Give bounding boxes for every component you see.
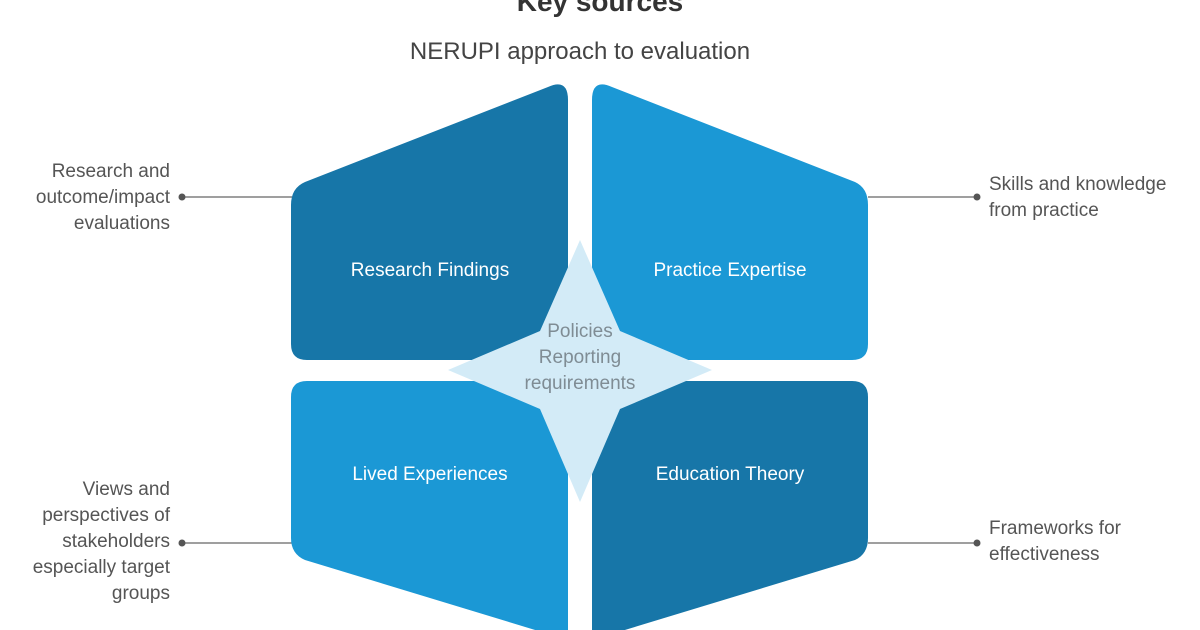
- connector-dot: [973, 539, 981, 547]
- note-line: evaluations: [73, 213, 170, 234]
- quadrant-label: Education Theory: [655, 464, 805, 485]
- note-line: Research and: [51, 161, 170, 182]
- connector-dot: [178, 193, 186, 201]
- note-line: especially target: [32, 557, 170, 578]
- note-bottom-left: Views and perspectives of stakeholders e…: [33, 477, 170, 607]
- note-line: Skills and knowledge: [989, 174, 1167, 195]
- quadrant-education-theory: [592, 381, 868, 630]
- note-line: Views and: [82, 479, 170, 500]
- quadrant-practice-expertise: [592, 84, 868, 361]
- center-line: Policies: [547, 321, 613, 342]
- center-line: requirements: [524, 373, 636, 394]
- note-bottom-right: Frameworks for effectiveness: [989, 516, 1121, 568]
- connector-dot: [178, 539, 186, 547]
- note-top-right: Skills and knowledge from practice: [989, 172, 1166, 224]
- note-line: perspectives of: [42, 505, 170, 526]
- quadrant-label: Lived Experiences: [352, 464, 508, 485]
- note-line: groups: [111, 583, 170, 604]
- center-line: Reporting: [538, 347, 622, 368]
- note-top-left: Research and outcome/impact evaluations: [36, 159, 170, 237]
- diagram-title: Key sources: [516, 0, 684, 17]
- note-line: outcome/impact: [35, 187, 170, 208]
- note-line: stakeholders: [62, 531, 170, 552]
- quadrant-label: Practice Expertise: [653, 260, 807, 281]
- quadrant-label: Research Findings: [350, 260, 510, 281]
- quadrant-lived-experiences: [291, 381, 568, 630]
- note-line: from practice: [989, 200, 1099, 221]
- center-star: [448, 240, 712, 502]
- center-text: Policies Reporting requirements: [480, 319, 680, 397]
- diagram-subtitle: NERUPI approach to evaluation: [409, 38, 751, 65]
- connector-dot: [973, 193, 981, 201]
- note-line: Frameworks for: [989, 518, 1121, 539]
- quadrant-research-findings: [291, 84, 568, 361]
- note-line: effectiveness: [989, 544, 1100, 565]
